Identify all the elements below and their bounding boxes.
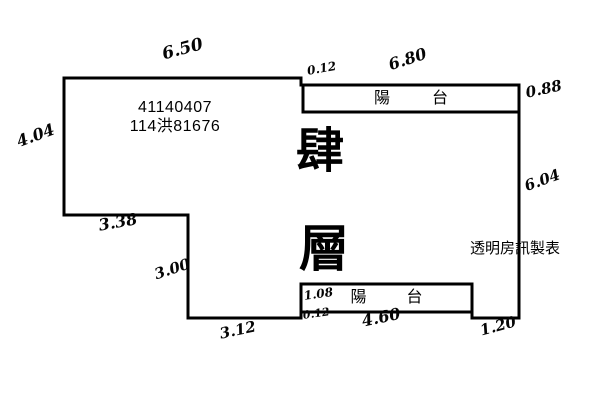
case-number-block: 41140407 114洪81676 <box>100 98 250 136</box>
balcony-top-label: 陽台 <box>373 90 490 107</box>
floor-label-top-char: 肆 <box>296 125 345 178</box>
case-number-line2: 114洪81676 <box>129 118 221 135</box>
watermark-text: 透明房訊製表 <box>470 241 561 257</box>
floor-label-bottom-char: 層 <box>299 221 349 277</box>
balcony-top-outline <box>301 83 521 114</box>
case-number-line1: 41140407 <box>138 99 212 116</box>
balcony-bottom-label: 陽台 <box>350 289 463 306</box>
balcony-bottom-outline <box>299 282 474 314</box>
